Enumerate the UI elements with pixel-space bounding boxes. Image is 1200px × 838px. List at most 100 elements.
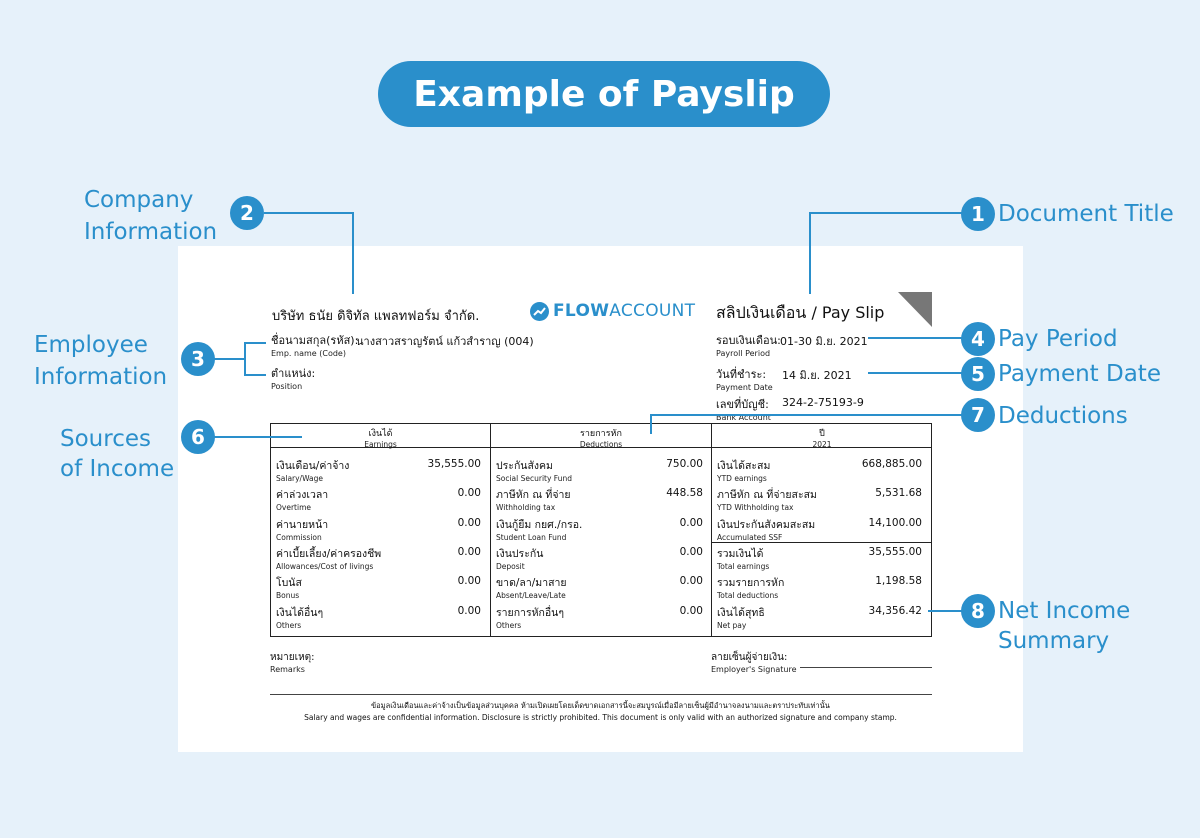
callout-6-line2: of Income	[60, 456, 175, 482]
connector-7-vertical	[650, 414, 652, 434]
callout-2-line1: Company	[84, 187, 194, 213]
callout-7-label: Deductions	[998, 403, 1128, 429]
connector-5	[868, 372, 963, 374]
total-label-en: Total deductions	[717, 591, 779, 600]
connector-1-vertical	[809, 212, 811, 294]
logo-rest-text: ACCOUNT	[609, 301, 696, 321]
callout-2-line2: Information	[84, 219, 218, 245]
ytd-label-en: YTD earnings	[717, 474, 767, 483]
payment-date-value: 14 มิ.ย. 2021	[782, 369, 852, 382]
emp-name-value: นางสาวสราญรัตน์ แก้วสำราญ (004)	[356, 335, 534, 348]
earning-label: ค่าล่วงเวลา	[276, 489, 329, 501]
ytd-label-en: Accumulated SSF	[717, 533, 783, 542]
callout-1-number: 1	[961, 197, 995, 231]
connector-6	[214, 436, 302, 438]
callout-6-number: 6	[181, 420, 215, 454]
footer-text-th: ข้อมูลเงินเดือนและค่าจ้างเป็นข้อมูลส่วนบ…	[371, 701, 830, 710]
earning-label-en: Salary/Wage	[276, 474, 323, 483]
callout-8-line1: Net Income	[998, 598, 1131, 624]
connector-3-bottom	[244, 374, 266, 376]
ytd-value: 668,885.00	[861, 458, 922, 470]
deduction-label: รายการหักอื่นๆ	[496, 607, 564, 619]
year-header: ปี 2021	[712, 426, 932, 449]
signature-label: ลายเซ็นผู้จ่ายเงิน: Employer's Signature	[711, 650, 797, 674]
chart-line-icon	[530, 301, 549, 321]
deductions-header: รายการหัก Deductions	[491, 426, 711, 449]
earnings-header-en: Earnings	[364, 440, 397, 449]
deductions-header-en: Deductions	[579, 440, 623, 449]
earning-label: เงินเดือน/ค่าจ้าง	[276, 460, 350, 472]
bank-account-label: เลขที่บัญชี: Bank Account	[716, 395, 771, 422]
earnings-header-th: เงินได้	[368, 429, 393, 439]
deduction-row: เงินกู้ยืม กยศ./กรอ. Student Loan Fund	[496, 516, 582, 542]
remarks-label: หมายเหตุ: Remarks	[270, 650, 315, 674]
position-label-th: ตำแหน่ง:	[271, 367, 316, 380]
callout-5-number: 5	[961, 357, 995, 391]
total-value: 35,555.00	[868, 546, 922, 558]
earning-label: โบนัส	[276, 577, 302, 589]
ytd-label-en: YTD Withholding tax	[717, 503, 794, 512]
logo-bold-text: FLOW	[553, 301, 610, 321]
ytd-value: 14,100.00	[868, 517, 922, 529]
payment-date-label: วันที่ชำระ: Payment Date	[716, 365, 773, 392]
emp-name-label-th: ชื่อนามสกุล(รหัส):	[271, 334, 359, 347]
earning-label: เงินได้อื่นๆ	[276, 607, 324, 619]
ytd-value: 5,531.68	[875, 487, 922, 499]
connector-2-vertical	[352, 212, 354, 294]
total-value: 1,198.58	[875, 575, 922, 587]
callout-8-number: 8	[961, 594, 995, 628]
earning-label-en: Commission	[276, 533, 322, 542]
deduction-value: 0.00	[679, 517, 703, 529]
callout-8-line2: Summary	[998, 628, 1110, 654]
deduction-label-en: Deposit	[496, 562, 525, 571]
year-header-en: 2021	[812, 440, 832, 449]
payment-date-label-th: วันที่ชำระ:	[716, 368, 767, 381]
callout-3-label: Employee Information	[34, 329, 167, 393]
total-label: รวมเงินได้	[717, 548, 764, 560]
earning-label-en: Overtime	[276, 503, 311, 512]
deduction-row: เงินประกัน Deposit	[496, 545, 543, 571]
earning-row: ค่านายหน้า Commission	[276, 516, 328, 542]
payroll-period-label-th: รอบเงินเดือน:	[716, 334, 781, 347]
total-row: รวมเงินได้Total earnings	[717, 545, 769, 571]
position-label: ตำแหน่ง: Position	[271, 364, 315, 391]
earning-label: ค่านายหน้า	[276, 519, 329, 531]
connector-3	[214, 358, 246, 360]
deduction-value: 0.00	[679, 575, 703, 587]
footer-text-en: Salary and wages are confidential inform…	[304, 713, 897, 722]
signature-label-th: ลายเซ็นผู้จ่ายเงิน:	[711, 652, 788, 663]
year-header-th: ปี	[819, 429, 825, 439]
document-title: สลิปเงินเดือน / Pay Slip	[716, 303, 885, 322]
net-pay-row: เงินได้สุทธิNet pay	[717, 604, 765, 630]
earning-value: 35,555.00	[427, 458, 481, 470]
callout-2-number: 2	[230, 196, 264, 230]
deduction-label-en: Others	[496, 621, 522, 630]
bank-account-label-en: Bank Account	[716, 413, 771, 422]
connector-8	[928, 610, 963, 612]
deduction-label: เงินกู้ยืม กยศ./กรอ.	[496, 519, 583, 531]
deductions-header-th: รายการหัก	[580, 429, 622, 439]
net-pay-label: เงินได้สุทธิ	[717, 607, 765, 619]
connector-1	[809, 212, 963, 214]
callout-4-number: 4	[961, 322, 995, 356]
connector-4	[868, 337, 963, 339]
callout-3-line1: Employee	[34, 332, 148, 358]
bank-account-value: 324-2-75193-9	[782, 396, 864, 409]
payroll-period-label: รอบเงินเดือน: Payroll Period	[716, 331, 781, 358]
connector-3-top	[244, 342, 266, 344]
earning-value: 0.00	[457, 605, 481, 617]
callout-2-label: Company Information	[84, 184, 217, 248]
total-label: รวมรายการหัก	[717, 577, 785, 589]
deduction-label: เงินประกัน	[496, 548, 544, 560]
callout-3-number: 3	[181, 342, 215, 376]
deduction-label-en: Student Loan Fund	[496, 533, 567, 542]
page-title-banner: Example of Payslip	[378, 61, 830, 127]
payroll-period-value: 01-30 มิ.ย. 2021	[780, 335, 868, 348]
earnings-header: เงินได้ Earnings	[271, 426, 490, 449]
earning-value: 0.00	[457, 546, 481, 558]
earning-label-en: Bonus	[276, 591, 300, 600]
